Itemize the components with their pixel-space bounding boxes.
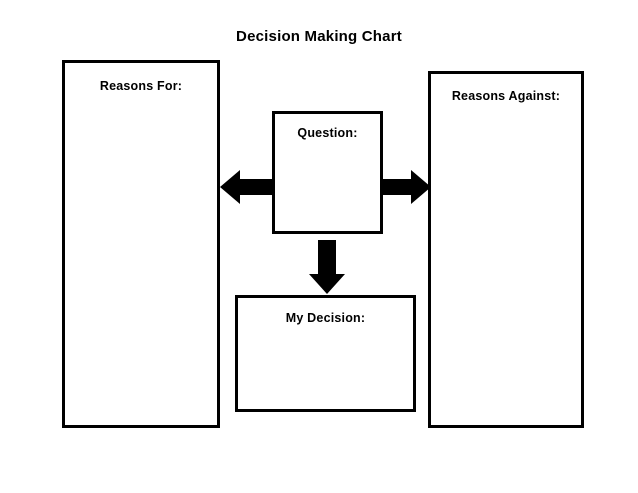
reasons-against-box[interactable]: Reasons Against: — [428, 71, 584, 428]
reasons-for-box[interactable]: Reasons For: — [62, 60, 220, 428]
decision-box[interactable]: My Decision: — [235, 295, 416, 412]
arrow-left-icon — [220, 168, 274, 206]
arrow-down-icon — [305, 240, 349, 294]
reasons-against-label: Reasons Against: — [451, 89, 561, 103]
arrow-right-icon — [381, 168, 431, 206]
question-box[interactable]: Question: — [272, 111, 383, 234]
reasons-for-label: Reasons For: — [99, 79, 183, 93]
page-title: Decision Making Chart — [236, 28, 402, 45]
decision-label: My Decision: — [285, 311, 366, 325]
question-label: Question: — [297, 126, 358, 140]
